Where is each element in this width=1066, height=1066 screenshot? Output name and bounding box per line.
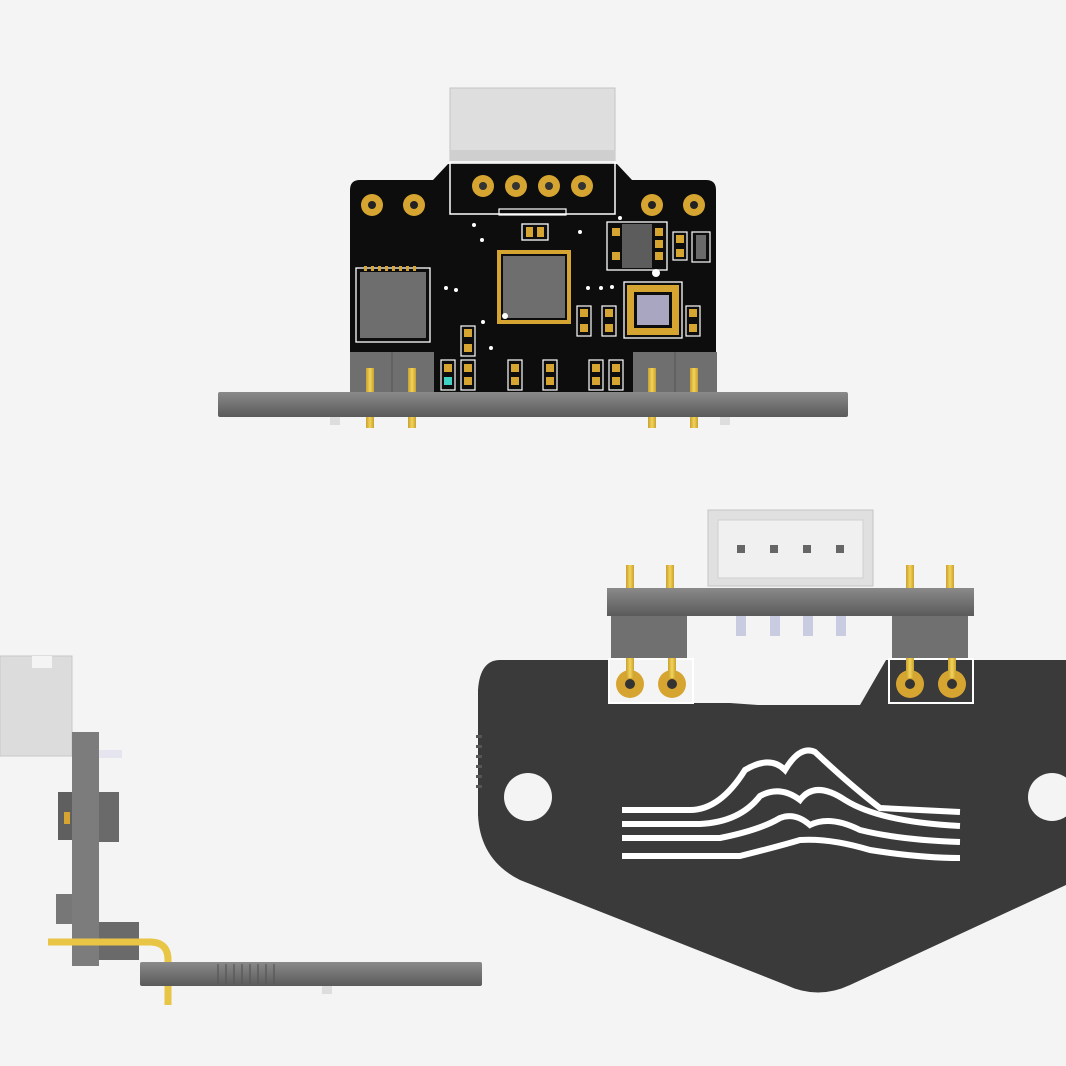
side-pcb	[72, 732, 99, 966]
side-bent-pin	[48, 938, 172, 1005]
top-connector-pads	[472, 175, 593, 197]
bottom-mount-hole-left	[504, 773, 552, 821]
side-connector	[0, 655, 73, 757]
bottom-wave-logo	[622, 747, 961, 861]
top-mount-pads	[361, 194, 705, 216]
side-base-plate	[140, 962, 482, 986]
top-connector-shadow	[450, 150, 615, 164]
bottom-base-plate	[607, 588, 974, 616]
bottom-header-pads	[608, 658, 974, 704]
bottom-view-board	[476, 509, 1066, 993]
top-mcu	[497, 250, 571, 324]
side-view-board	[0, 655, 482, 1005]
top-base-plate	[218, 392, 848, 417]
top-view-board	[218, 87, 848, 428]
top-passives-right	[672, 231, 711, 263]
top-left-ic	[355, 266, 431, 343]
top-connector-silk	[449, 161, 616, 215]
top-vias	[444, 216, 660, 350]
bottom-pcb	[478, 660, 1066, 993]
top-passives-mid	[460, 305, 701, 357]
bottom-mount-hole-right	[1028, 773, 1066, 821]
top-sensor	[623, 281, 683, 339]
top-passives-bottom	[440, 359, 624, 391]
top-small-component	[521, 223, 549, 241]
bottom-pins-top	[626, 565, 954, 595]
top-regulator	[606, 221, 668, 271]
